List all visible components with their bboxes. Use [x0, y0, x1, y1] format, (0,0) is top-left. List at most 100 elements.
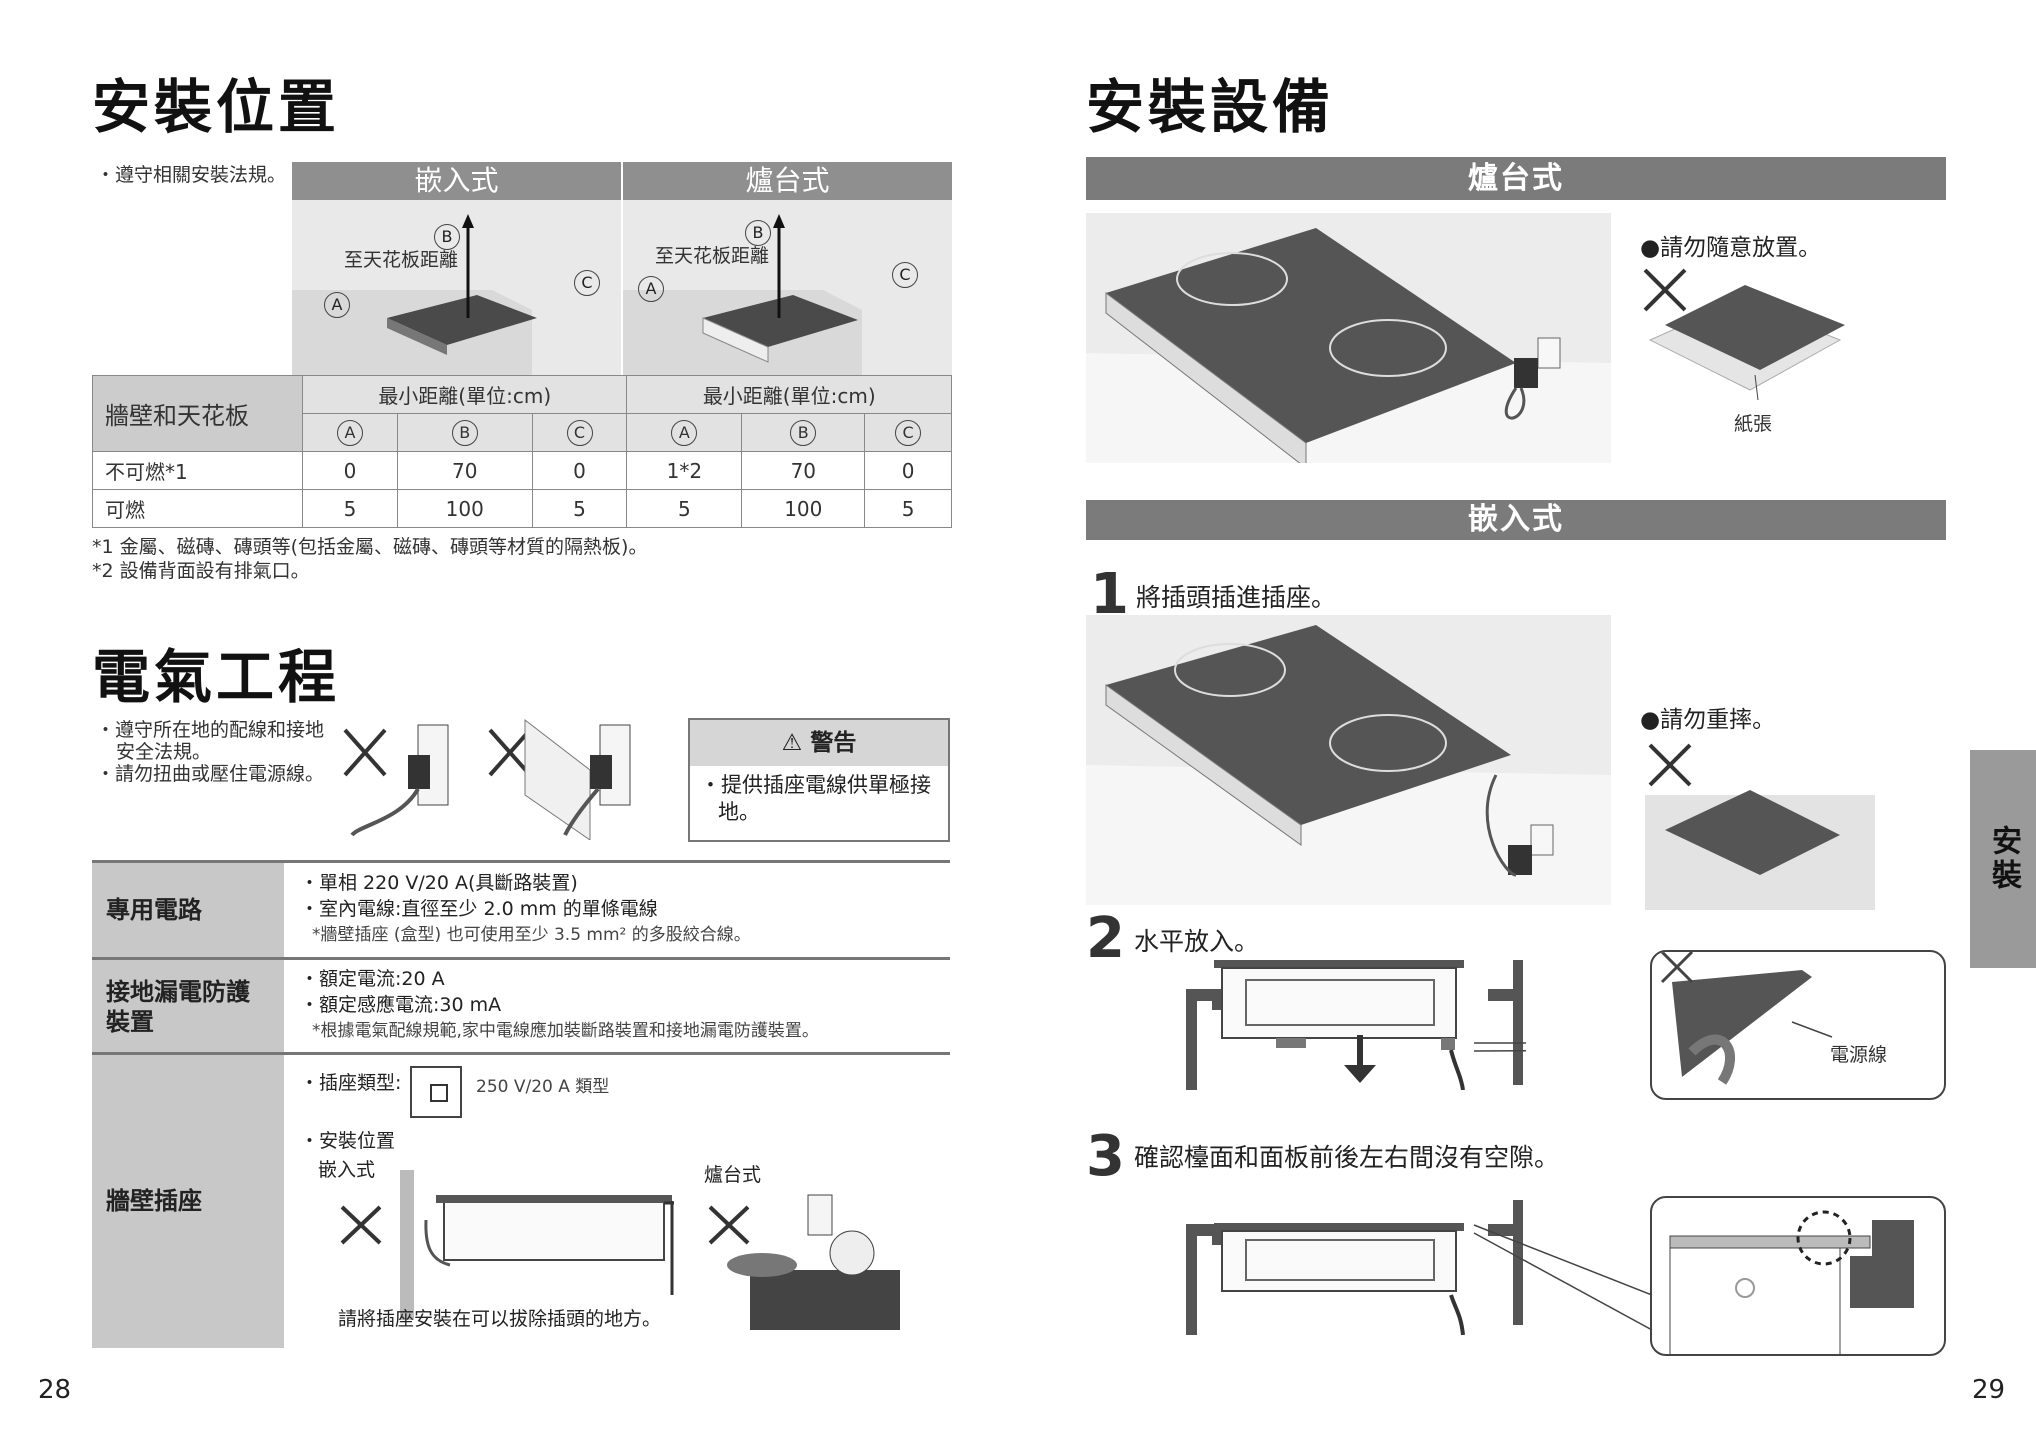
divider [92, 957, 950, 960]
spec-circuit-label: 專用電路 [92, 863, 284, 957]
warning-icon: ⚠ [781, 730, 803, 756]
elec-note-1b: 安全法規。 [116, 741, 212, 763]
gap-check-illustration [1186, 1200, 1653, 1335]
mark-c-builtin: C [574, 270, 600, 296]
cell: 5 [302, 489, 398, 528]
cell: 0 [864, 451, 952, 490]
note-comply: ・遵守相關安裝法規。 [96, 164, 287, 186]
outlet-note: 請將插座安裝在可以拔除插頭的地方。 [338, 1308, 662, 1330]
cell: 100 [396, 489, 533, 528]
step-1-text: 將插頭插進插座。 [1136, 583, 1337, 612]
warning-header: ⚠ 警告 [690, 720, 948, 766]
circuit-line-2: ・室內電線:直徑至少 2.0 mm 的單條電線 [300, 898, 658, 920]
ceiling-distance-label-freestanding: 至天花板距離 [655, 245, 770, 267]
cell: 1*2 [626, 451, 743, 490]
min-distance-header-freestanding: 最小距離(單位:cm) [626, 375, 952, 414]
cord-warning-illustration [343, 718, 631, 840]
builtin-plug-illustration [1086, 615, 1611, 905]
cell: 70 [396, 451, 533, 490]
col-header-builtin: 嵌入式 [292, 162, 621, 200]
freestanding-illustration [1086, 213, 1611, 463]
power-cord-label: 電源線 [1830, 1044, 1888, 1066]
title-electrical: 電氣工程 [92, 643, 341, 711]
outlet-type-value: 250 V/20 A 類型 [476, 1077, 610, 1097]
mark-a-freestanding: A [638, 276, 664, 302]
table-row-header: 牆壁和天花板 [92, 375, 303, 452]
spec-leak-text: ・額定電流:20 A ・額定感應電流:30 mA *根據電氣配線規範,家中電線應… [300, 966, 819, 1044]
min-distance-header-builtin: 最小距離(單位:cm) [301, 375, 628, 414]
mark-b-builtin: B [434, 224, 460, 250]
step-3-number: 3 [1086, 1124, 1125, 1189]
circuit-line-1: ・單相 220 V/20 A(具斷路裝置) [300, 872, 578, 894]
ceiling-distance-label-builtin: 至天花板距離 [344, 249, 459, 271]
col-b-freestanding: B [790, 420, 817, 446]
title-install-location: 安裝位置 [92, 73, 341, 141]
title-install-equipment: 安裝設備 [1086, 73, 1335, 141]
warning-body: ・提供插座電線供單極接 地。 [690, 766, 948, 832]
level-insert-illustration [1186, 960, 1526, 1090]
col-a-freestanding: A [671, 420, 698, 446]
bar-freestanding: 爐台式 [1086, 157, 1946, 200]
mark-b-freestanding: B [745, 220, 771, 246]
page-number-right: 29 [1972, 1375, 2006, 1405]
cord-detail-illustration [1660, 952, 1833, 1085]
cell: 5 [626, 489, 743, 528]
footnote-1: *1 金屬、磁磚、磚頭等(包括金屬、磁磚、磚頭等材質的隔熱板)。 [92, 536, 648, 558]
row-label: 不可燃*1 [92, 451, 303, 490]
col-c-builtin: C [566, 420, 593, 446]
step-3-text: 確認檯面和面板前後左右間沒有空隙。 [1134, 1143, 1560, 1172]
side-tab-install[interactable]: 安裝 [1970, 750, 2036, 968]
outlet-type-label: ・插座類型: [300, 1072, 402, 1094]
circuit-line-3: *牆壁插座 (盒型) 也可使用至少 3.5 mm² 的多股絞合線。 [312, 925, 751, 945]
page-number-left: 28 [38, 1375, 72, 1405]
col-a-builtin: A [336, 420, 363, 446]
install-builtin-label: 嵌入式 [318, 1159, 376, 1181]
elec-note-2: ・請勿扭曲或壓住電源線。 [96, 763, 325, 785]
cell: 70 [741, 451, 866, 490]
col-header-freestanding: 爐台式 [623, 162, 952, 200]
leak-line-3: *根據電氣配線規範,家中電線應加裝斷路裝置和接地漏電防護裝置。 [312, 1021, 819, 1041]
table-row: 不可燃*1 0 70 0 1*2 70 0 [92, 451, 952, 490]
warning-title: 警告 [810, 730, 857, 756]
leak-line-2: ・額定感應電流:30 mA [300, 994, 502, 1016]
table-row: 可燃 5 100 5 5 100 5 [92, 489, 952, 528]
mark-a-builtin: A [324, 292, 350, 318]
warning-text-1: ・提供插座電線供單極接 [700, 773, 931, 797]
spec-leak-label: 接地漏電防護 裝置 [92, 960, 284, 1052]
drop-warning-illustration [1645, 743, 1875, 910]
cell: 5 [531, 489, 628, 528]
mark-c-freestanding: C [892, 262, 918, 288]
gap-detail-callout [1650, 1196, 1946, 1356]
bar-builtin: 嵌入式 [1086, 500, 1946, 540]
footnote-2: *2 設備背面設有排氣口。 [92, 560, 310, 582]
leak-label-line-2: 裝置 [106, 1008, 154, 1036]
spec-outlet-label: 牆壁插座 [92, 1055, 284, 1348]
clearance-table: 牆壁和天花板 最小距離(單位:cm) 最小距離(單位:cm) A B C A B… [92, 375, 952, 528]
col-c-freestanding: C [895, 420, 922, 446]
divider [92, 1052, 950, 1055]
install-clearance-diagrams [292, 200, 952, 376]
leak-label-line-1: 接地漏電防護 [106, 978, 250, 1006]
step-2-text: 水平放入。 [1134, 927, 1260, 956]
paper-label: 紙張 [1734, 413, 1773, 435]
cell: 0 [302, 451, 398, 490]
leak-line-1: ・額定電流:20 A [300, 968, 445, 990]
paper-warning-illustration [1643, 268, 1845, 400]
cell: 0 [531, 451, 628, 490]
warning-text-2: 地。 [718, 800, 760, 824]
elec-note-1: ・遵守所在地的配線和接地 [96, 719, 325, 741]
no-place-warning: ●請勿隨意放置。 [1640, 235, 1822, 261]
spec-circuit-text: ・單相 220 V/20 A(具斷路裝置) ・室內電線:直徑至少 2.0 mm … [300, 870, 751, 948]
col-b-builtin: B [451, 420, 478, 446]
cell: 5 [864, 489, 952, 528]
no-drop-warning: ●請勿重摔。 [1640, 707, 1776, 733]
cord-detail-callout [1650, 950, 1946, 1100]
cell: 100 [741, 489, 866, 528]
gap-detail-illustration [1669, 1210, 1914, 1354]
warning-box: ⚠ 警告 ・提供插座電線供單極接 地。 [688, 718, 950, 842]
outlet-position-illustration [340, 1170, 900, 1330]
step-2-number: 2 [1086, 906, 1125, 971]
install-freestanding-label: 爐台式 [704, 1164, 762, 1186]
row-label: 可燃 [92, 489, 303, 528]
divider [92, 860, 950, 863]
